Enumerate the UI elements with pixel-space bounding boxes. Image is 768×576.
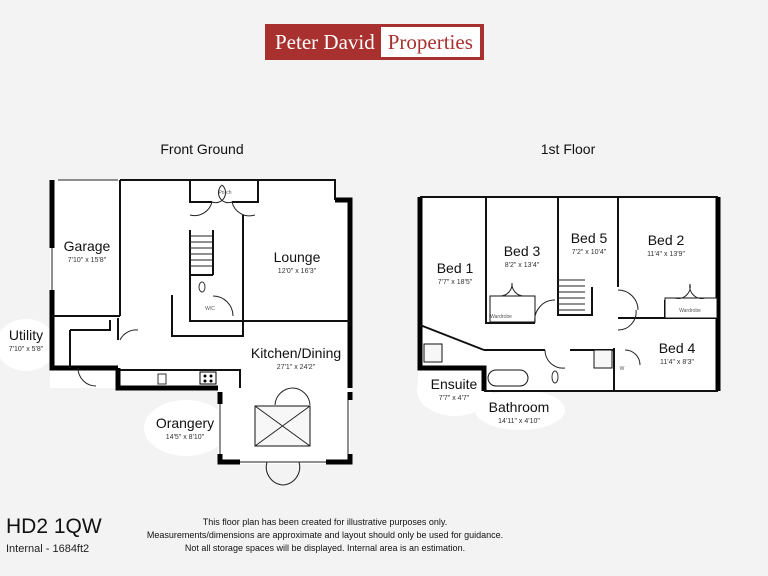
postcode: HD2 1QW (6, 515, 102, 538)
room-lounge: Lounge 12'0" x 16'3" (274, 249, 321, 275)
svg-text:Bed 4: Bed 4 (659, 340, 696, 356)
logo-name: Peter David (275, 29, 375, 54)
utility-halo (0, 319, 56, 371)
room-garage: Garage 7'10" x 15'8" (64, 238, 111, 264)
svg-text:8'2" x 13'4": 8'2" x 13'4" (505, 262, 540, 269)
svg-text:Lounge: Lounge (274, 249, 321, 265)
wardrobe-label-bed2: Wardrobe (679, 308, 701, 314)
room-kitchen-dining: Kitchen/Dining 27'1" x 24'2" (251, 345, 341, 371)
first-floor-title: 1st Floor (541, 141, 596, 157)
wardrobe-w-label: W (620, 366, 625, 372)
svg-text:14'11" x 4'10": 14'11" x 4'10" (498, 418, 540, 425)
company-logo: Peter David Properties (265, 24, 484, 60)
room-bed-1: Bed 1 7'7" x 18'5" (437, 260, 474, 286)
svg-text:Ensuite: Ensuite (431, 376, 478, 392)
room-bed-5: Bed 5 7'2" x 10'4" (571, 230, 608, 256)
svg-text:11'4" x 13'9": 11'4" x 13'9" (647, 251, 685, 258)
porch-label: Porch (218, 190, 231, 196)
room-bed-3: Bed 3 8'2" x 13'4" (504, 243, 541, 269)
svg-text:Bathroom: Bathroom (489, 399, 550, 415)
svg-text:11'4" x 8'3": 11'4" x 8'3" (660, 359, 694, 366)
wc-label: W/C (205, 306, 215, 312)
ground-floor-title: Front Ground (160, 141, 243, 157)
svg-text:Bed 3: Bed 3 (504, 243, 541, 259)
room-bathroom: Bathroom 14'11" x 4'10" (489, 399, 550, 425)
svg-text:7'10" x 15'8": 7'10" x 15'8" (68, 257, 107, 264)
svg-text:14'5" x 8'10": 14'5" x 8'10" (166, 434, 205, 441)
internal-area: Internal - 1684ft2 (6, 543, 90, 555)
disclaimer: This floor plan has been created for ill… (147, 516, 503, 555)
room-utility: Utility 7'10" x 5'8" (9, 327, 44, 353)
svg-text:Bed 1: Bed 1 (437, 260, 474, 276)
svg-text:7'10" x 5'8": 7'10" x 5'8" (9, 346, 44, 353)
first-floor-plan: Wardrobe Wardrobe W (417, 196, 721, 392)
svg-text:Kitchen/Dining: Kitchen/Dining (251, 345, 341, 361)
svg-text:Garage: Garage (64, 238, 111, 254)
svg-text:Bed 5: Bed 5 (571, 230, 608, 246)
svg-text:Bed 2: Bed 2 (648, 232, 685, 248)
room-bed-2: Bed 2 11'4" x 13'9" (647, 232, 685, 258)
svg-text:Utility: Utility (9, 327, 43, 343)
disclaimer-line: Measurements/dimensions are approximate … (146, 530, 504, 540)
disclaimer-line: This floor plan has been created for ill… (202, 517, 448, 527)
orangery-halo (144, 400, 228, 456)
svg-text:7'2" x 10'4": 7'2" x 10'4" (572, 249, 607, 256)
bathroom-halo (475, 390, 565, 430)
wardrobe-label-bed3: Wardrobe (490, 314, 512, 320)
disclaimer-line: Not all storage spaces will be displayed… (184, 543, 466, 553)
room-ensuite: Ensuite 7'7" x 4'7" (431, 376, 478, 402)
logo-suffix: Properties (380, 27, 480, 57)
svg-text:12'0" x 16'3": 12'0" x 16'3" (278, 268, 317, 275)
ground-floor-plan (49, 179, 355, 486)
svg-text:27'1" x 24'2": 27'1" x 24'2" (277, 364, 316, 371)
room-bed-4: Bed 4 11'4" x 8'3" (659, 340, 696, 366)
svg-text:Orangery: Orangery (156, 415, 214, 431)
room-orangery: Orangery 14'5" x 8'10" (156, 415, 214, 441)
svg-text:7'7" x 18'5": 7'7" x 18'5" (438, 279, 473, 286)
svg-text:7'7" x 4'7": 7'7" x 4'7" (439, 395, 470, 402)
